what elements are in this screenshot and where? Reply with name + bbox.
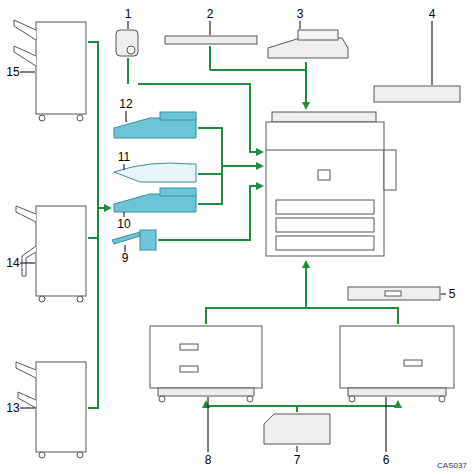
callout-number: 4 (429, 8, 436, 20)
callout-number: 7 (294, 454, 301, 466)
callout-number: 12 (119, 98, 132, 110)
callout-number: 1 (125, 8, 132, 20)
callout-number: 5 (449, 288, 456, 300)
callout-number: 6 (383, 454, 390, 466)
callout-number: 10 (117, 218, 130, 230)
figure-code: CAS037 (437, 462, 467, 470)
callout-number: 9 (122, 252, 129, 264)
callout-number: 3 (297, 8, 304, 20)
callout-number: 13 (6, 402, 19, 414)
callout-number: 2 (207, 8, 214, 20)
callout-number: 11 (118, 151, 130, 163)
callout-number: 8 (205, 454, 212, 466)
callout-number: 14 (6, 257, 19, 269)
callout-number: 15 (6, 66, 19, 78)
